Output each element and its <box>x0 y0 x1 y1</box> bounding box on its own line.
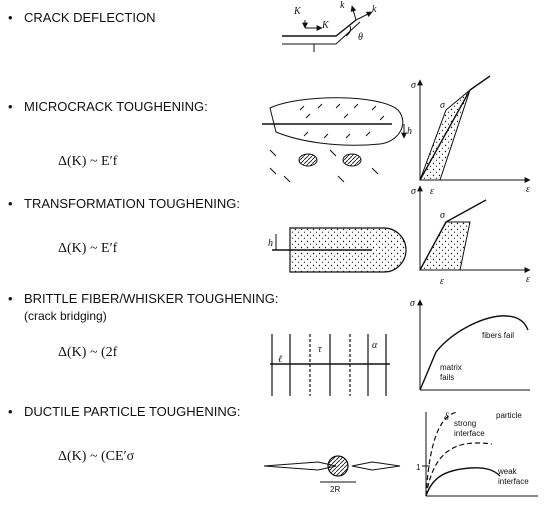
microcracks <box>299 103 385 139</box>
microcrack-stress-strain-plot: σ σ ε ε <box>411 75 531 197</box>
label-local-k2: k <box>372 4 377 15</box>
bullet: • <box>8 10 13 25</box>
label-theta: θ <box>358 32 363 43</box>
label-2r: 2R <box>330 485 340 494</box>
label-h: h <box>407 126 412 137</box>
label-epsilon-ii: ε <box>430 186 434 197</box>
section-subtitle: (crack bridging) <box>24 309 107 323</box>
label-strong: strong <box>454 419 476 428</box>
bullet: • <box>8 404 13 419</box>
crack-left <box>263 461 337 471</box>
label-h: h <box>268 238 273 249</box>
section-title: TRANSFORMATION TOUGHENING: <box>24 196 240 211</box>
label-strong-interface: interface <box>454 429 485 438</box>
fibers <box>271 334 387 396</box>
transformation-zone-figure: h <box>268 227 407 273</box>
fiber-stress-strain-plot: σ fibers fail matrix fails <box>410 298 530 391</box>
angle-arc <box>345 25 351 37</box>
stress-strain-curve <box>419 315 529 391</box>
label-matrix: matrix <box>440 363 462 372</box>
label-epsilon: ε <box>526 184 530 195</box>
label-ell: ℓ <box>278 354 282 365</box>
section-crack-deflection: • CRACK DEFLECTION K K k k θ <box>8 0 377 52</box>
label-sigma-c: σ <box>440 100 446 111</box>
label-sigma: σ <box>411 80 417 91</box>
label-weak: weak <box>497 467 518 476</box>
label-one: 1 <box>416 463 421 472</box>
section-microcrack-toughening: • MICROCRACK TOUGHENING: Δ(K) ~ E′f h <box>8 75 531 197</box>
label-epsilon: ε <box>526 274 530 285</box>
strong-interface-curve <box>425 411 459 497</box>
loading-line <box>419 89 471 181</box>
particles <box>269 149 379 183</box>
crack-path <box>282 19 357 37</box>
crack-right <box>351 461 401 471</box>
label-sigma-c: σ <box>440 210 446 221</box>
label-alpha: α <box>372 340 378 351</box>
crack-path-lower <box>282 21 361 45</box>
particle-stress-strain-plot: particle strong interface weak interface… <box>416 411 538 497</box>
local-k1-arrow <box>350 5 357 21</box>
particle <box>327 455 349 477</box>
label-local-k1: k <box>340 0 345 11</box>
label-fibers-fail: fibers fail <box>482 331 514 340</box>
label-tau: τ <box>318 344 322 355</box>
label-weak-interface: interface <box>498 477 529 486</box>
loading-line-ext <box>445 199 487 223</box>
local-k2-arrow <box>355 11 373 21</box>
section-transformation-toughening: • TRANSFORMATION TOUGHENING: Δ(K) ~ E′f … <box>8 185 531 287</box>
equation: Δ(K) ~ E′f <box>58 154 118 169</box>
equation: Δ(K) ~ (2f <box>58 345 118 360</box>
equation: Δ(K) ~ E′f <box>58 241 118 256</box>
equation: Δ(K) ~ (CE′σ <box>58 449 135 464</box>
bullet: • <box>8 291 13 306</box>
section-brittle-fiber-toughening: • BRITTLE FIBER/WHISKER TOUGHENING: (cra… <box>8 291 530 396</box>
ductile-particle-figure: 2R <box>263 455 401 494</box>
label-k1: K <box>293 6 302 17</box>
label-matrix-fails: fails <box>440 373 454 382</box>
label-epsilon-t: ε <box>440 276 444 287</box>
section-title: BRITTLE FIBER/WHISKER TOUGHENING: <box>24 291 279 306</box>
transformation-stress-strain-plot: σ σ ε ε <box>411 185 531 287</box>
bullet: • <box>8 196 13 211</box>
section-ductile-particle-toughening: • DUCTILE PARTICLE TOUGHENING: Δ(K) ~ (C… <box>8 404 538 497</box>
label-particle: particle <box>496 411 522 420</box>
label-sigma: σ <box>410 298 416 309</box>
bullet: • <box>8 99 13 114</box>
fiber-bridging-figure: ℓ τ α <box>270 334 390 396</box>
section-title: MICROCRACK TOUGHENING: <box>24 99 208 114</box>
transformation-area <box>419 221 471 271</box>
label-k2: K <box>321 20 330 31</box>
section-title: DUCTILE PARTICLE TOUGHENING: <box>24 404 240 419</box>
weak-interface-curve <box>425 467 501 497</box>
microcrack-zone-figure: h <box>262 97 412 183</box>
loading-line <box>419 221 447 271</box>
process-zone <box>269 97 404 146</box>
section-title: CRACK DEFLECTION <box>24 10 155 25</box>
loading-line-ext <box>469 75 491 91</box>
label-sigma: σ <box>411 186 417 197</box>
crack-deflection-figure: K K k k θ <box>282 0 377 52</box>
